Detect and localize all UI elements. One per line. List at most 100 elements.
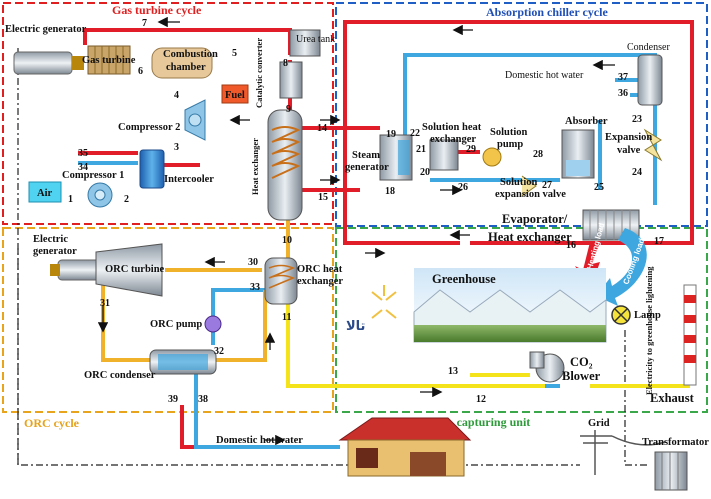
state-24: 24 <box>632 167 642 178</box>
transformator-icon <box>654 451 688 491</box>
urea-tank <box>289 29 321 57</box>
state-13: 13 <box>448 366 458 377</box>
state-25: 25 <box>594 182 604 193</box>
air-label: Air <box>37 188 53 199</box>
catalytic-converter-label: Catalytic converter <box>254 38 264 108</box>
solution-pump-label-1: Solution <box>490 127 528 138</box>
state-11: 11 <box>282 312 291 323</box>
gas-turbine-section-border <box>2 2 334 225</box>
state-38: 38 <box>198 394 208 405</box>
urea-tank-label: Urea tank <box>296 34 335 45</box>
state-36: 36 <box>618 88 628 99</box>
condenser <box>637 54 663 106</box>
absorber <box>561 129 595 179</box>
exhaust-chimney <box>683 284 697 386</box>
state-26: 26 <box>458 182 468 193</box>
domestic-hot-water-top-label: Domestic hot water <box>505 70 584 81</box>
co2-blower-label-2: Blower <box>562 369 601 383</box>
solution-exp-valve-label-1: Solution <box>500 177 538 188</box>
state-20: 20 <box>420 167 430 178</box>
state-18: 18 <box>385 186 395 197</box>
evaporator-label: Evaporator/ <box>502 212 568 226</box>
intercooler-label: Intercooler <box>164 174 214 185</box>
orc-turbine-label: ORC turbine <box>105 264 165 275</box>
electric-generator-top-label: Electric generator <box>5 24 87 35</box>
state-1: 1 <box>68 194 73 205</box>
section-title-gas-turbine: Gas turbine cycle <box>112 3 202 17</box>
absorption-section-border <box>335 2 708 227</box>
state-9: 9 <box>286 104 291 115</box>
electricity-note-label: Electricity to greenhouse lightening <box>644 266 654 395</box>
cold-stream-pipes <box>78 53 657 449</box>
section-title-orc: ORC cycle <box>24 416 80 430</box>
heat-exchanger-label: Heat exchanger <box>250 138 260 195</box>
transformator-label: Transformator <box>642 437 709 448</box>
steam-generator-label-2: generator <box>345 162 389 173</box>
state-6: 6 <box>138 66 143 77</box>
grid-pole-icon <box>580 430 666 475</box>
combustion-chamber-label-2: chamber <box>166 62 206 73</box>
solution-heat-exchanger <box>429 139 459 171</box>
solution-hx-label-1: Solution heat <box>422 122 482 133</box>
orc-condenser-label: ORC condenser <box>84 370 156 381</box>
state-10: 10 <box>282 235 292 246</box>
exhaust-label: Exhaust <box>650 391 695 405</box>
state-15: 15 <box>318 192 328 203</box>
state-37: 37 <box>618 72 628 83</box>
exhaust-pipes <box>286 300 690 388</box>
fuel-tank <box>221 84 249 104</box>
electric-generator-orc-label-2: generator <box>33 246 77 257</box>
state-16: 16 <box>566 240 576 251</box>
state-33: 33 <box>250 282 260 293</box>
combustion-chamber-label-1: Combustion <box>163 49 218 60</box>
state-23: 23 <box>632 114 642 125</box>
orc-condenser <box>149 349 217 375</box>
sun-rays-icon <box>371 285 397 319</box>
solution-pump-label-2: pump <box>497 139 523 150</box>
state-29: 29 <box>466 144 476 155</box>
expansion-valve-label-2: valve <box>617 145 641 156</box>
expansion-valve-label-1: Expansion <box>605 132 652 143</box>
state-8: 8 <box>283 58 288 69</box>
state-31: 31 <box>100 298 110 309</box>
logo-glyph: تالا <box>346 319 365 334</box>
state-39: 39 <box>168 394 178 405</box>
lamp-label: Lamp <box>634 310 661 321</box>
state-4: 4 <box>174 90 179 101</box>
grid-label: Grid <box>588 418 610 429</box>
house-icon <box>338 417 472 477</box>
heat-exchanger2-label: Heat exchanger <box>488 230 572 244</box>
state-17: 17 <box>654 236 664 247</box>
state-14: 14 <box>317 123 327 134</box>
solution-hx-label-2: exchanger <box>430 134 476 145</box>
solution-expansion-valve <box>521 175 537 197</box>
fuel-label: Fuel <box>225 90 245 101</box>
solution-pump <box>482 147 502 167</box>
compressor-1-label: Compressor 1 <box>62 170 124 181</box>
state-2: 2 <box>124 194 129 205</box>
state-22: 22 <box>410 128 420 139</box>
state-30: 30 <box>248 257 258 268</box>
greenhouse-image <box>413 268 607 343</box>
state-5: 5 <box>232 48 237 59</box>
orc-turbine <box>95 243 163 297</box>
compressor-2 <box>184 99 206 141</box>
state-number-labels: 1 2 3 4 5 6 7 8 9 10 11 12 13 14 15 16 1… <box>68 18 664 405</box>
orc-hx-label-1: ORC heat <box>297 264 343 275</box>
steam-generator-label-1: Steam <box>352 150 380 161</box>
state-34: 34 <box>78 162 88 173</box>
section-title-absorption: Absorption chiller cycle <box>486 5 608 19</box>
domestic-hot-water-bottom-label: Domestic hot water <box>216 435 303 446</box>
greenhouse-label: Greenhouse <box>432 272 496 286</box>
electric-line-lamp <box>624 330 650 466</box>
electric-generator-orc <box>50 259 107 281</box>
cooling-load-arrow <box>596 228 647 306</box>
lamp-icon <box>611 305 631 325</box>
state-21: 21 <box>416 144 426 155</box>
orc-pump-label: ORC pump <box>150 319 202 330</box>
combustion-chamber <box>151 47 213 79</box>
expansion-valve <box>643 128 663 162</box>
state-28: 28 <box>533 149 543 160</box>
state-19: 19 <box>386 129 396 140</box>
